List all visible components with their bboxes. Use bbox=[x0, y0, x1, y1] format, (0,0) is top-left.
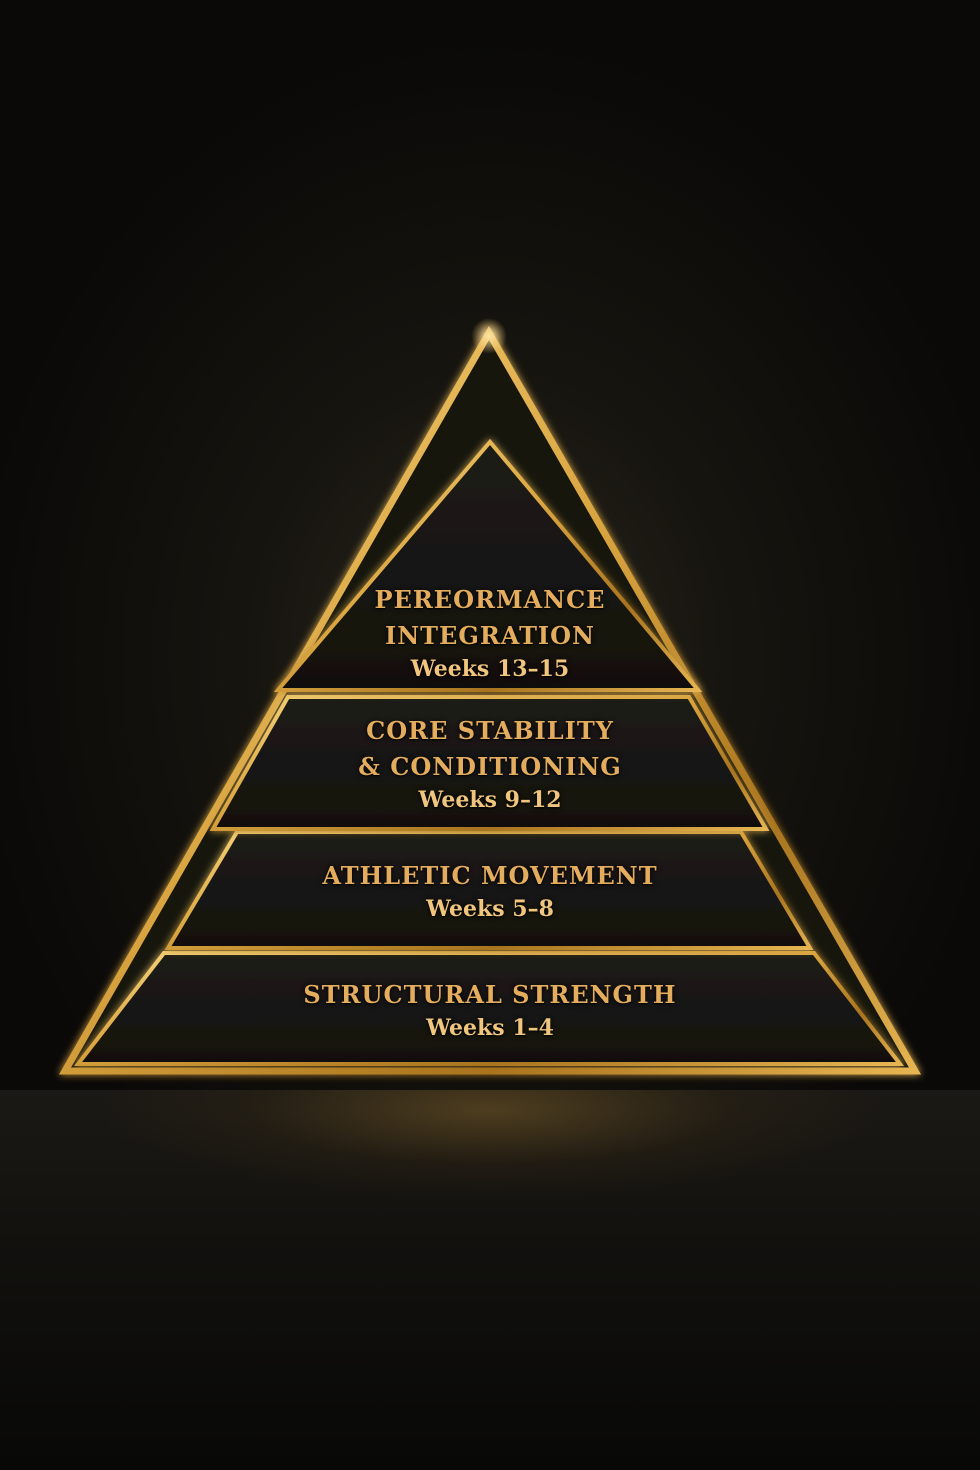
tier-label-core-stability: CORE STABILITY & CONDITIONING Weeks 9–12 bbox=[0, 716, 980, 813]
tier-title-line: CORE STABILITY bbox=[366, 716, 614, 745]
tier-weeks: Weeks 9–12 bbox=[418, 787, 562, 813]
apex-glow bbox=[471, 318, 507, 354]
tier-core-stability bbox=[209, 695, 770, 831]
tier-label-athletic-movement: ATHLETIC MOVEMENT Weeks 5–8 bbox=[0, 861, 980, 922]
tier-performance-integration bbox=[273, 438, 703, 692]
tier-athletic-movement bbox=[164, 830, 814, 950]
tier-title-line: & CONDITIONING bbox=[358, 752, 622, 781]
marble-floor bbox=[0, 1090, 980, 1470]
tier-title-line: INTEGRATION bbox=[385, 621, 595, 650]
tier-label-structural-strength: STRUCTURAL STRENGTH Weeks 1–4 bbox=[0, 980, 980, 1041]
tier-weeks: Weeks 13–15 bbox=[410, 656, 570, 682]
tier-title-line: PEREORMANCE bbox=[374, 585, 606, 614]
tier-title-line: ATHLETIC MOVEMENT bbox=[322, 861, 658, 890]
tier-title-line: STRUCTURAL STRENGTH bbox=[303, 980, 677, 1009]
tier-structural-strength bbox=[73, 951, 905, 1066]
tier-weeks: Weeks 1–4 bbox=[426, 1015, 554, 1041]
tier-weeks: Weeks 5–8 bbox=[426, 896, 554, 922]
tier-label-performance: PEREORMANCE INTEGRATION Weeks 13–15 bbox=[0, 585, 980, 682]
